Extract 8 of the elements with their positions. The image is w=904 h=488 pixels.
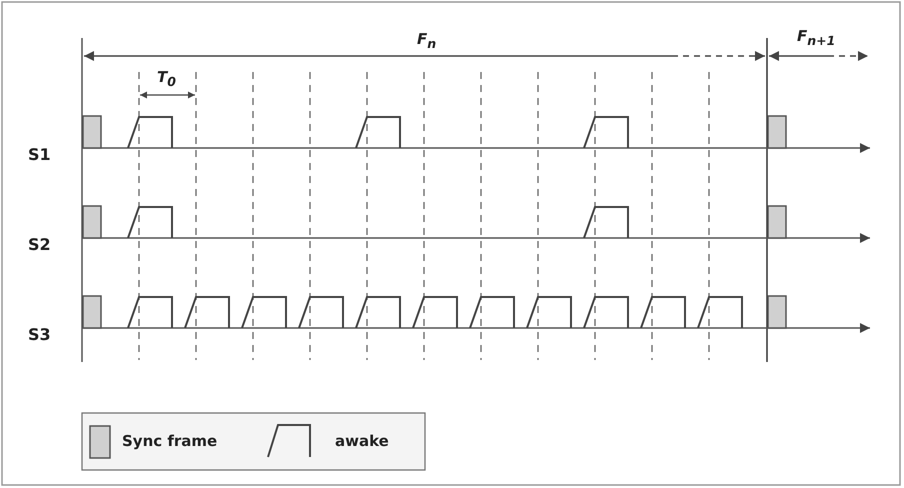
- legend-label: awake: [335, 432, 389, 450]
- row-label: S2: [28, 235, 51, 254]
- row-label: S1: [28, 145, 51, 164]
- dimension-label: T$_{0}$: [157, 68, 176, 89]
- dimension-label: F$_{n+1}$: [797, 27, 836, 48]
- legend-label: Sync frame: [122, 432, 218, 450]
- dimension-label: F$_{n}$: [417, 30, 436, 51]
- row-label: S3: [28, 325, 51, 344]
